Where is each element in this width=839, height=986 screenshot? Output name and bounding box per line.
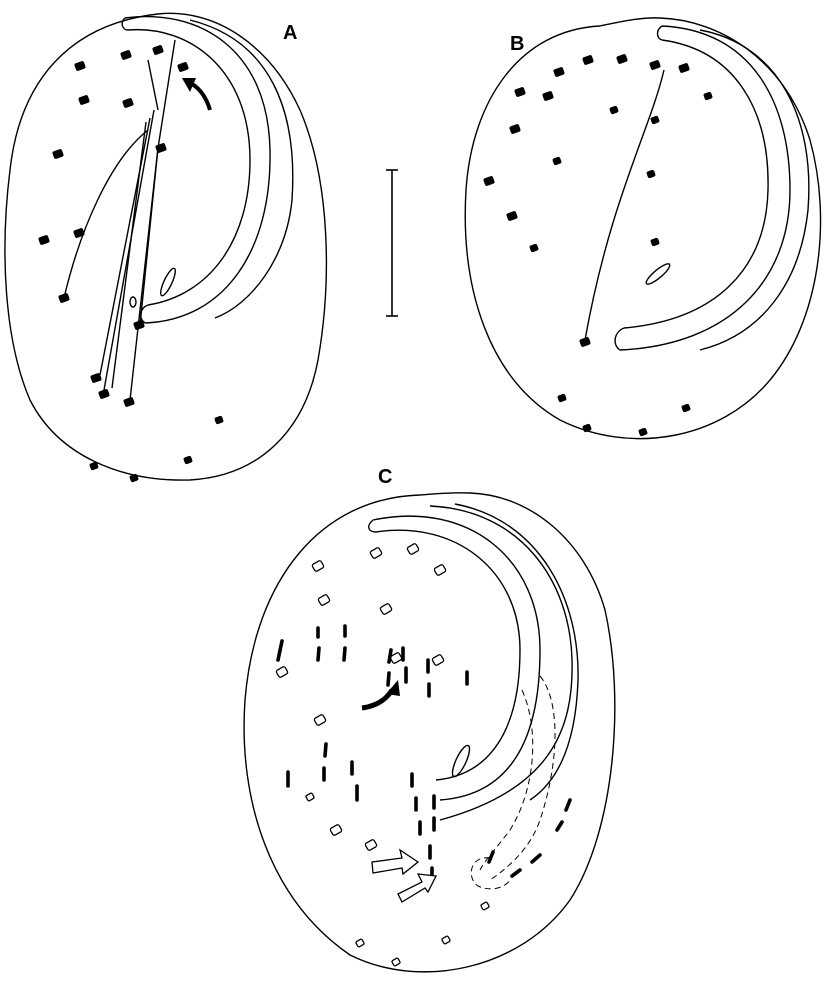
fibre-b-1 <box>585 70 664 340</box>
scale-bar <box>386 170 398 316</box>
fibre-a-6 <box>112 122 146 388</box>
panel-b-cell <box>465 18 820 439</box>
arrow-a <box>182 78 210 110</box>
cirri-b <box>483 54 713 437</box>
cell-outline-b <box>465 18 820 439</box>
adoral-zone-inner-b <box>624 40 768 328</box>
adoral-zone-inner-c <box>376 530 520 780</box>
arrow-c-solid <box>362 680 400 708</box>
adoral-zone-cap-c <box>369 520 376 532</box>
panel-a-cell <box>5 13 326 480</box>
paroral-arc-c <box>430 506 572 820</box>
paroral-membrane-c <box>449 743 472 778</box>
panel-c-cell <box>244 493 615 972</box>
fibre-a-4 <box>100 118 150 375</box>
cirri-a <box>38 45 224 483</box>
adoral-zone-outer-b <box>620 26 790 350</box>
paroral-membrane-a <box>158 267 178 298</box>
fibre-a-1 <box>158 40 175 148</box>
cell-outline-c <box>244 493 615 972</box>
paroral-arc-a <box>190 20 293 318</box>
cirri-anlagen-c <box>278 626 570 878</box>
paroral-arc-b <box>700 30 809 350</box>
adoral-zone-end-b <box>615 328 624 350</box>
adoral-zone-cap-b <box>658 26 663 40</box>
adoral-zone-outer-a <box>125 17 270 323</box>
arrow-c-open-1 <box>372 850 418 874</box>
cell-outline-a <box>5 13 326 480</box>
small-oval-a <box>130 297 136 307</box>
paroral-membrane-b <box>644 261 672 286</box>
arrow-c-open-2 <box>398 874 436 902</box>
fibre-a-2 <box>148 60 158 110</box>
old-cirri-c <box>276 543 490 966</box>
